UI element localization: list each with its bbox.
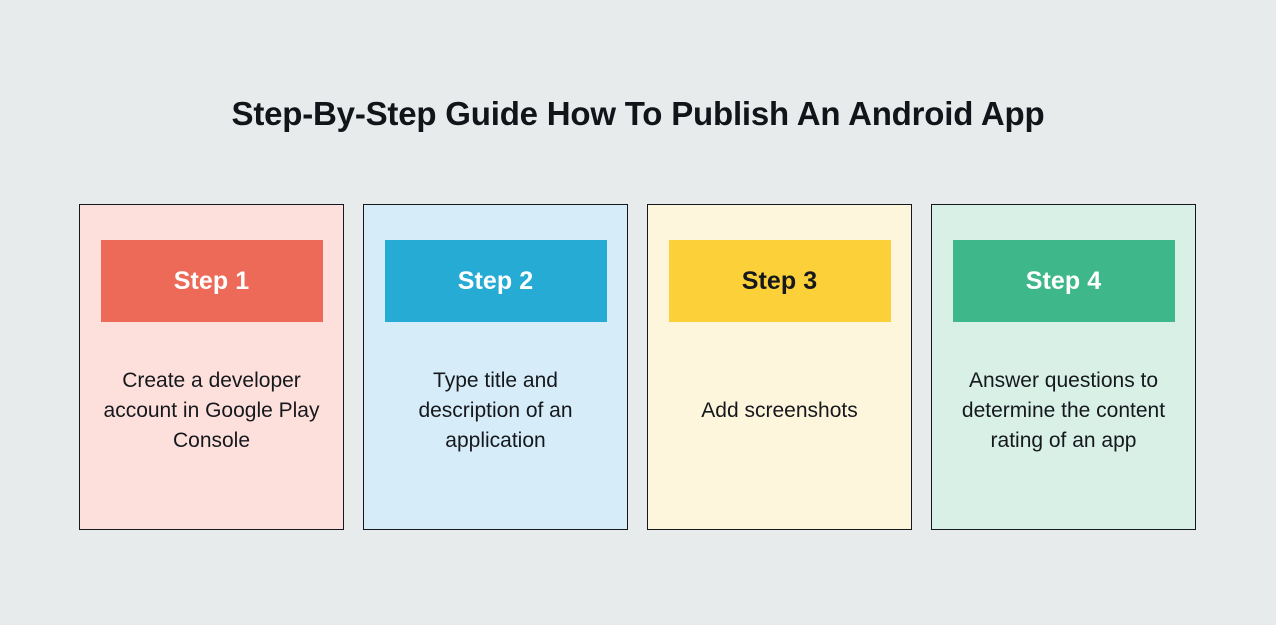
step-card-3: Step 3 Add screenshots: [647, 204, 912, 530]
step-label-3: Step 3: [741, 266, 818, 295]
step-banner-4: Step 4: [952, 240, 1175, 322]
step-label-1: Step 1: [173, 266, 250, 295]
step-label-4: Step 4: [1025, 266, 1102, 295]
step-body-4: Answer questions to determine the conten…: [953, 322, 1175, 529]
step-banner-2: Step 2: [384, 240, 607, 322]
step-banner-1: Step 1: [100, 240, 323, 322]
step-description-4: Answer questions to determine the conten…: [961, 368, 1166, 452]
step-description-1: Create a developer account in Google Pla…: [103, 368, 320, 452]
step-description-3: Add screenshots: [701, 398, 858, 422]
step-description-2: Type title and description of an applica…: [418, 368, 573, 452]
page-title: Step-By-Step Guide How To Publish An And…: [231, 95, 1045, 132]
step-label-2: Step 2: [457, 266, 534, 295]
step-body-1: Create a developer account in Google Pla…: [101, 322, 323, 529]
step-body-2: Type title and description of an applica…: [385, 322, 607, 529]
step-banner-3: Step 3: [668, 240, 891, 322]
step-body-3: Add screenshots: [669, 322, 891, 529]
steps-container: Step 1 Create a developer account in Goo…: [79, 204, 1196, 530]
step-card-4: Step 4 Answer questions to determine the…: [931, 204, 1196, 530]
step-card-2: Step 2 Type title and description of an …: [363, 204, 628, 530]
step-card-1: Step 1 Create a developer account in Goo…: [79, 204, 344, 530]
